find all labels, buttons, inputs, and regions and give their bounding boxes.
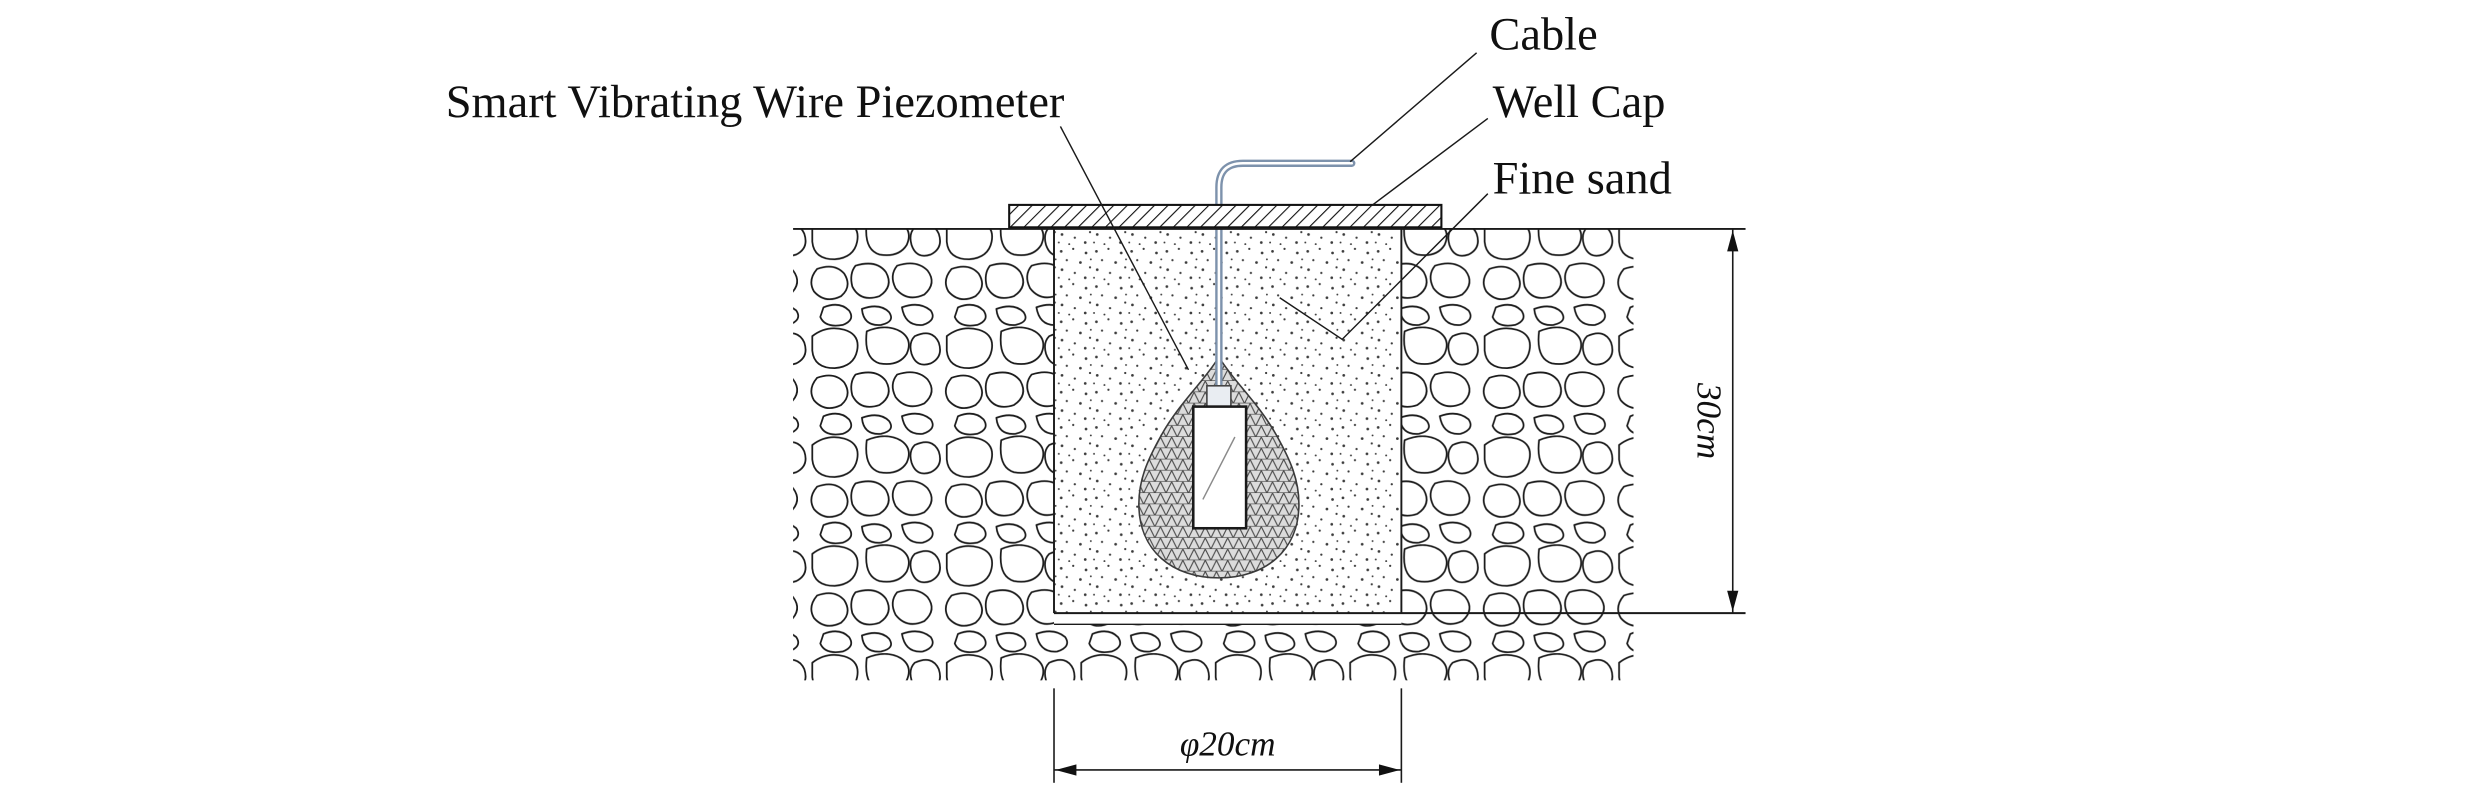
well-cap-leader (1372, 117, 1489, 206)
arrow-left-icon (1055, 764, 1077, 776)
rock-left (793, 228, 1055, 681)
diameter-dimension: φ20cm (1053, 688, 1403, 783)
cable-connector (1206, 384, 1232, 410)
leader-lines (1059, 52, 1489, 371)
rock-right (1401, 228, 1634, 681)
arrow-right-icon (1378, 764, 1400, 776)
rock-below-borehole (1054, 624, 1402, 681)
well-cap-label: Well Cap (1493, 77, 1666, 128)
ground-gravel-texture (793, 228, 1634, 681)
cable-line (1215, 159, 1356, 403)
diameter-dimension-label: φ20cm (1180, 725, 1276, 764)
cable-label: Cable (1489, 10, 1597, 61)
fine-sand-label: Fine sand (1493, 154, 1672, 205)
depth-dimension-label: 30cm (1690, 382, 1729, 459)
piezometer-body (1191, 384, 1248, 530)
depth-dimension: 30cm (1690, 228, 1739, 614)
piezometer-label: Smart Vibrating Wire Piezometer (446, 77, 1065, 128)
cable-leader (1349, 52, 1478, 163)
well-cap (1008, 203, 1443, 229)
fine-sand-leader (1279, 193, 1489, 341)
arrow-up-icon (1727, 230, 1739, 252)
section-outlines (793, 227, 1746, 626)
piezometer-leader (1059, 126, 1190, 371)
arrow-down-icon (1727, 590, 1739, 612)
